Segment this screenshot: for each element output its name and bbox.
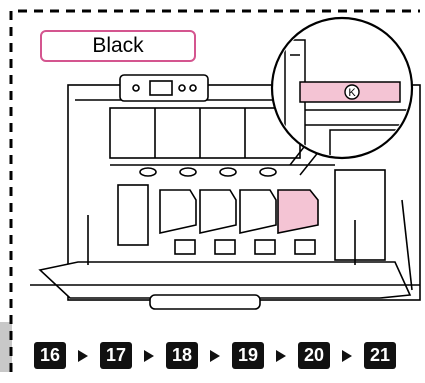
step-sequence: 16 17 18 19 20 21	[34, 342, 396, 369]
arrow-right-icon	[78, 349, 88, 362]
step-badge: 20	[298, 342, 330, 369]
arrow-right-icon	[210, 349, 220, 362]
side-tab	[0, 322, 12, 372]
arrow-right-icon	[144, 349, 154, 362]
step-badge: 19	[232, 342, 264, 369]
dashed-border	[9, 9, 420, 372]
step-badge: 21	[364, 342, 396, 369]
cartridge-mark-circle	[344, 84, 360, 100]
arrow-right-icon	[342, 349, 352, 362]
color-label-text: Black	[92, 34, 144, 57]
step-badge: 18	[166, 342, 198, 369]
step-badge: 16	[34, 342, 66, 369]
zoom-circle	[270, 16, 414, 160]
step-badge: 17	[100, 342, 132, 369]
arrow-right-icon	[276, 349, 286, 362]
color-label: Black	[40, 30, 196, 62]
cartridge-mark: K	[348, 87, 356, 99]
